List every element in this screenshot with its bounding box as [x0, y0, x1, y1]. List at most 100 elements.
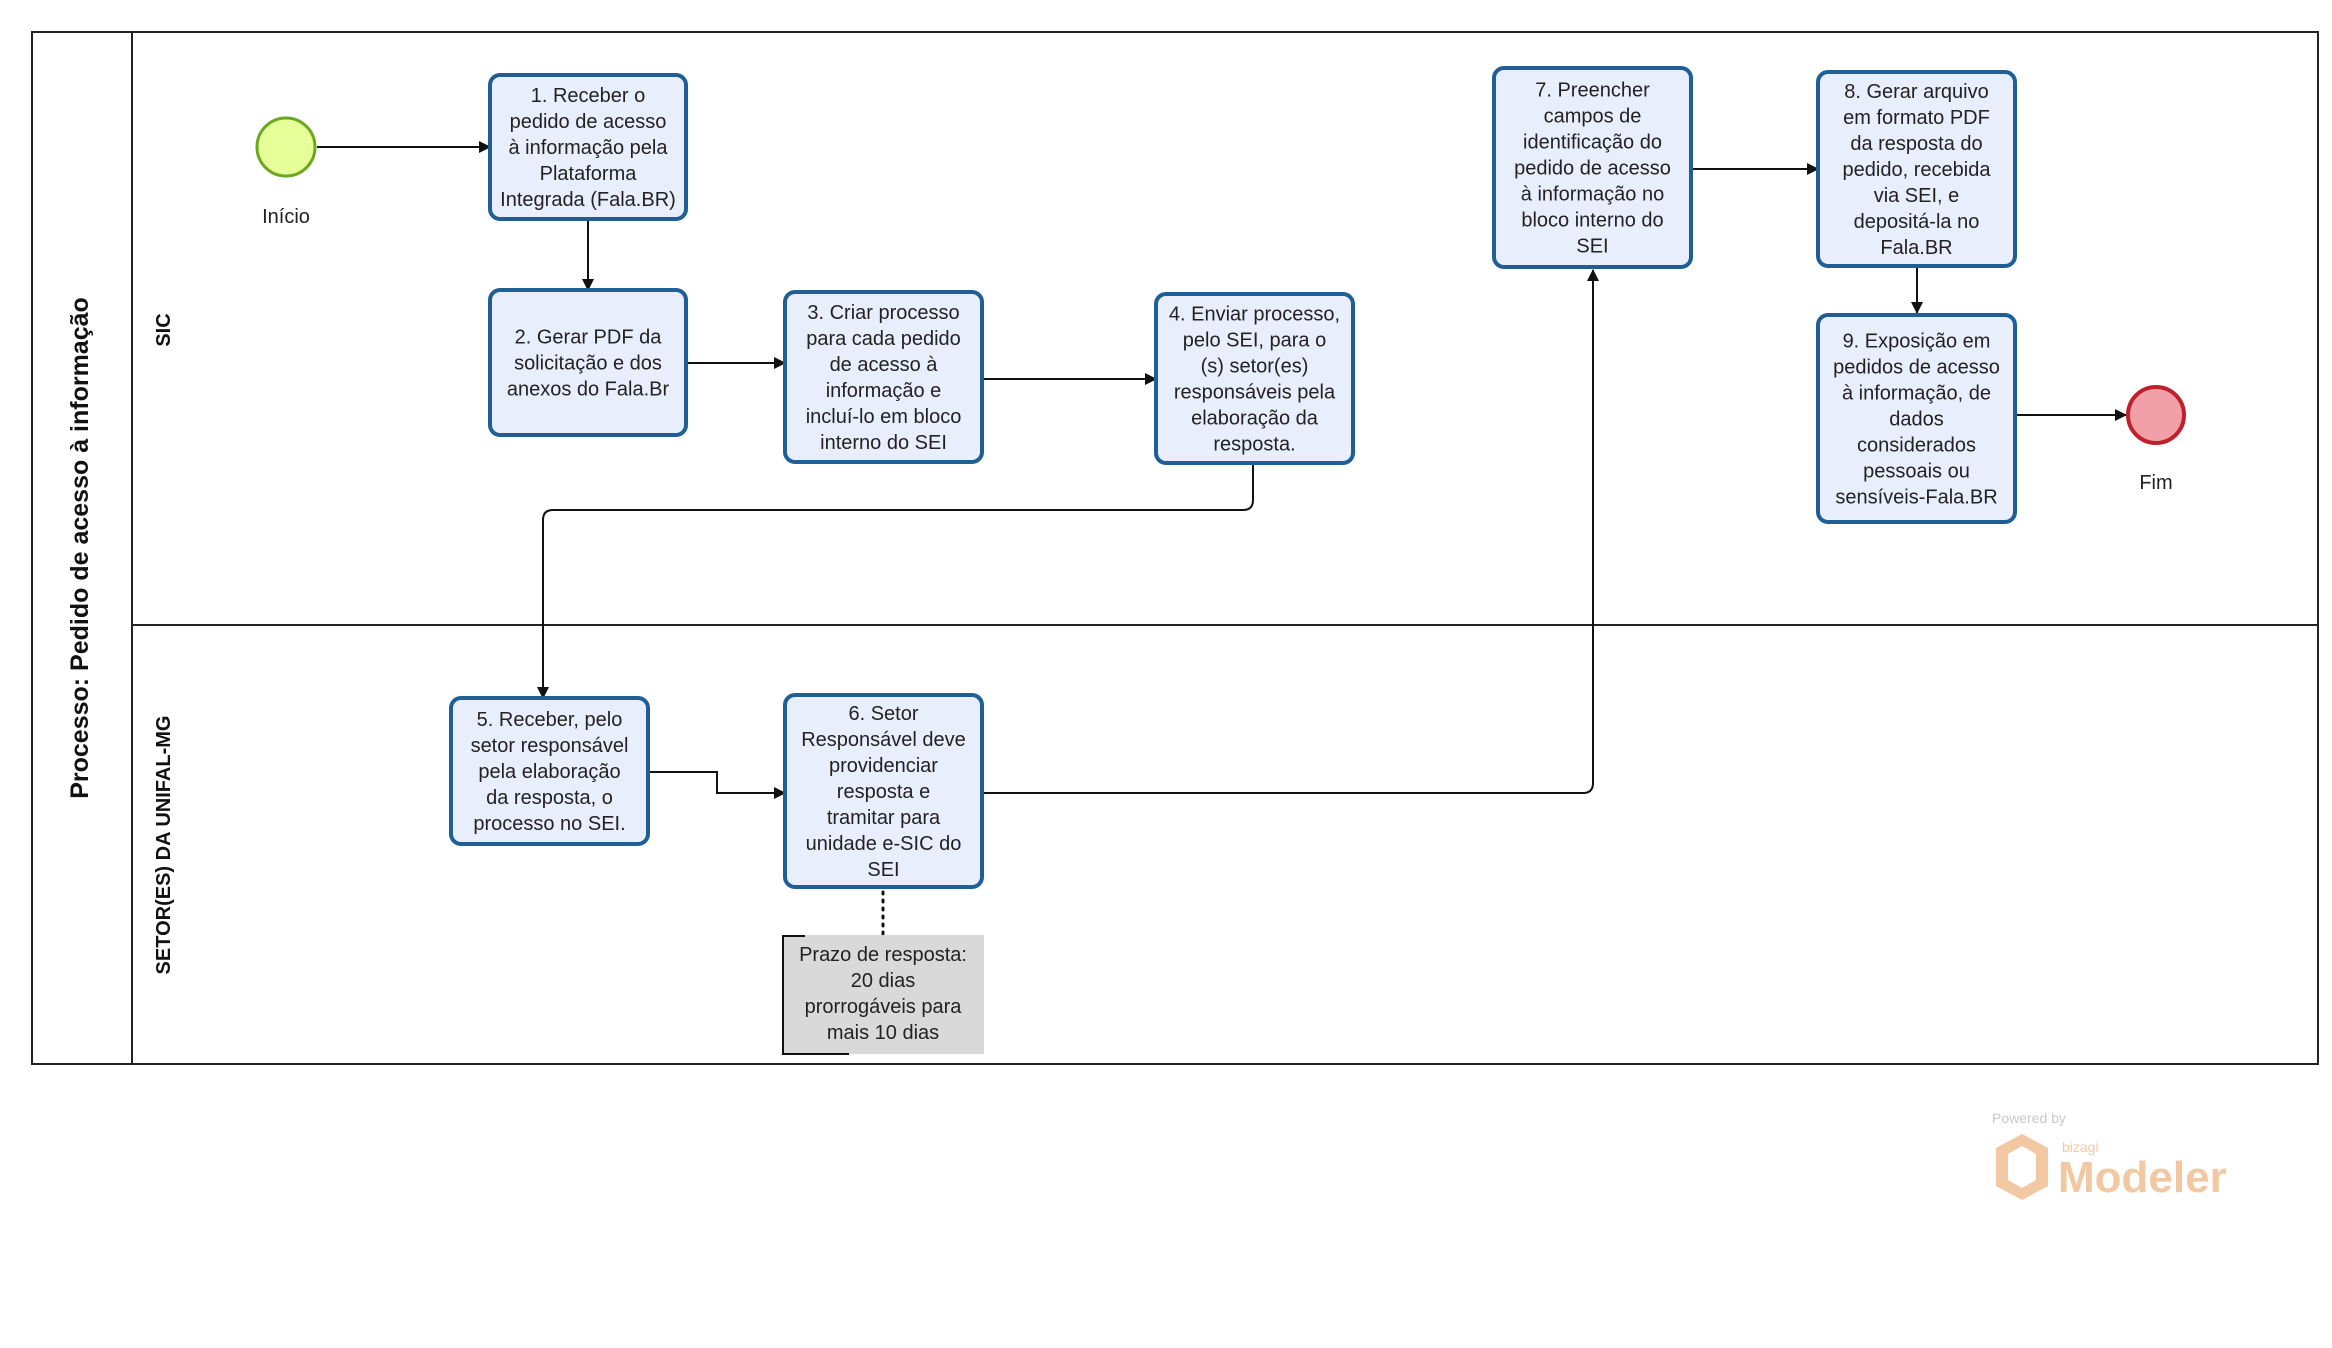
- task-label-line: pelo SEI, para o: [1183, 330, 1326, 352]
- task-label-line: resposta.: [1213, 434, 1295, 456]
- task-label-line: 1. Receber o: [531, 85, 646, 107]
- annotation-line: Prazo de resposta:: [799, 944, 967, 966]
- task-label-line: SEI: [1576, 236, 1608, 258]
- task-box[interactable]: [1816, 70, 2017, 268]
- task-label-line: elaboração da: [1191, 408, 1319, 430]
- task-label-line: tramitar para: [827, 807, 941, 829]
- task-label-line: 9. Exposição em: [1843, 331, 1991, 353]
- task-label-line: providenciar: [829, 755, 938, 777]
- task-label-line: pedido de acesso: [510, 111, 667, 133]
- task-label-line: identificação do: [1523, 132, 1662, 154]
- end-event-circle[interactable]: [2126, 385, 2186, 445]
- task-label: 5. Receber, pelo setor responsável pela el…: [471, 709, 629, 835]
- annotation-bracket: [782, 935, 849, 1055]
- task-label-line: sensíveis-Fala.BR: [1835, 487, 1997, 509]
- task-label-line: depositá-la no: [1854, 211, 1980, 233]
- task-label-line: considerados: [1857, 435, 1976, 457]
- task-label-line: 8. Gerar arquivo: [1844, 81, 1989, 103]
- task-label: 1. Receber o pedido de acesso à informação…: [500, 85, 676, 211]
- task-box[interactable]: [449, 696, 650, 846]
- text-annotation: Prazo de resposta: 20 dias prorrogáveis pa…: [782, 935, 984, 1055]
- task-4[interactable]: 4. Enviar processo, pelo SEI, para o (s) s…: [1154, 292, 1355, 465]
- task-box[interactable]: [1154, 292, 1355, 465]
- watermark-product: Modeler: [2058, 1153, 2227, 1202]
- task-label-line: Plataforma: [540, 163, 638, 185]
- task-5[interactable]: 5. Receber, pelo setor responsável pela el…: [449, 696, 650, 846]
- task-label-line: Fala.BR: [1880, 237, 1952, 259]
- task-label-line: setor responsável: [471, 735, 629, 757]
- task-label-line: responsáveis pela: [1174, 382, 1336, 404]
- task-label-line: Integrada (Fala.BR): [500, 189, 676, 211]
- task-label-line: informação e: [826, 380, 942, 402]
- task-label-line: interno do SEI: [820, 432, 947, 454]
- task-label-line: 5. Receber, pelo: [477, 709, 623, 731]
- task-label-line: pedido, recebida: [1843, 159, 1992, 181]
- task-label-line: para cada pedido: [806, 328, 961, 350]
- pool-title: Processo: Pedido de acesso à informação: [66, 297, 94, 799]
- task-label-line: 6. Setor: [848, 703, 918, 725]
- task-box[interactable]: [783, 693, 984, 889]
- task-label-line: campos de: [1544, 106, 1642, 128]
- watermark: Powered by bizagi Modeler: [1992, 1110, 2227, 1202]
- annotation-line: 20 dias: [851, 970, 916, 992]
- watermark-powered: Powered by: [1992, 1110, 2066, 1126]
- task-1[interactable]: 1. Receber o pedido de acesso à informação…: [488, 73, 688, 221]
- watermark-brand: bizagi: [2062, 1139, 2099, 1155]
- task-box[interactable]: [488, 73, 688, 221]
- task-label-line: SEI: [867, 859, 899, 881]
- annotation-label: Prazo de resposta: 20 dias prorrogáveis pa…: [799, 944, 967, 1044]
- end-event-label: Fim: [2139, 472, 2172, 494]
- sequence-flows: [317, 141, 2127, 799]
- task-label-line: pela elaboração: [478, 761, 620, 783]
- task-label-line: da resposta, o: [486, 787, 613, 809]
- task-label-line: 4. Enviar processo,: [1169, 304, 1340, 326]
- task-box[interactable]: [488, 288, 688, 437]
- task-label-line: à informação no: [1521, 184, 1664, 206]
- start-event[interactable]: Início: [255, 116, 317, 228]
- task-label-line: resposta e: [837, 781, 930, 803]
- annotation-line: mais 10 dias: [827, 1022, 939, 1044]
- task-label-line: pedido de acesso: [1514, 158, 1671, 180]
- task-label-line: à informação pela: [509, 137, 669, 159]
- annotation-line: prorrogáveis para: [805, 996, 963, 1018]
- task-label-line: 2. Gerar PDF da: [515, 327, 663, 349]
- task-label-line: 7. Preencher: [1535, 80, 1650, 102]
- task-label-line: à informação, de: [1842, 383, 1991, 405]
- task-label-line: em formato PDF: [1843, 107, 1990, 129]
- task-label: 3. Criar processo para cada pedido de aces…: [806, 302, 962, 454]
- flow-t6-to-t7[interactable]: [982, 269, 1599, 794]
- task-label-line: unidade e-SIC do: [806, 833, 962, 855]
- task-label-line: dados: [1889, 409, 1944, 431]
- task-label-line: incluí-lo em bloco: [806, 406, 962, 428]
- task-box[interactable]: [1816, 313, 2017, 524]
- task-label-line: de acesso à: [830, 354, 939, 376]
- task-7[interactable]: 7. Preencher campos de identificação do ped…: [1492, 66, 1693, 269]
- task-3[interactable]: 3. Criar processo para cada pedido de aces…: [783, 290, 984, 464]
- task-label-line: via SEI, e: [1874, 185, 1960, 207]
- flow-t4-to-t5[interactable]: [537, 463, 1254, 699]
- lane-label-sic: SIC: [153, 313, 175, 346]
- task-label-line: (s) setor(es): [1201, 356, 1309, 378]
- task-label-line: 3. Criar processo: [807, 302, 959, 324]
- task-label-line: anexos do Fala.Br: [507, 379, 670, 401]
- annotation-box: [783, 935, 984, 1054]
- end-event[interactable]: Fim: [2126, 385, 2186, 494]
- task-label-line: pessoais ou: [1863, 461, 1970, 483]
- start-event-circle[interactable]: [255, 116, 317, 178]
- bizagi-logo-icon: [1996, 1134, 2048, 1200]
- task-box[interactable]: [1492, 66, 1693, 269]
- task-label: 7. Preencher campos de identificação do ped…: [1514, 80, 1671, 258]
- start-event-label: Início: [262, 206, 310, 228]
- task-label: 4. Enviar processo, pelo SEI, para o (s) s…: [1169, 304, 1340, 456]
- task-label-line: bloco interno do: [1521, 210, 1663, 232]
- annotation-text: Prazo de resposta: 20 dias prorrogáveis pa…: [799, 944, 967, 1044]
- flow-t5-to-t6[interactable]: [648, 771, 786, 799]
- task-box[interactable]: [783, 290, 984, 464]
